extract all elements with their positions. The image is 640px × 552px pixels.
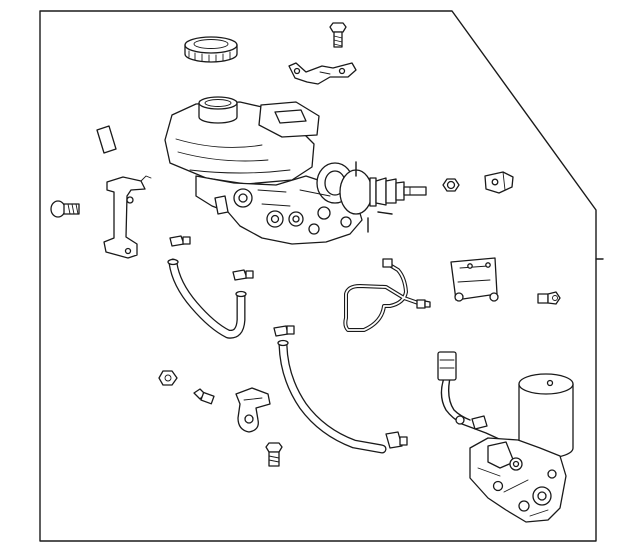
bracket-left: [103, 175, 152, 259]
brake-tube: [343, 258, 431, 332]
bolt-top: [329, 22, 347, 48]
nut-grommet: [442, 178, 460, 192]
sensor-bracket: [235, 387, 271, 433]
hose-left: [167, 258, 247, 339]
pump-motor-assembly: [469, 373, 574, 523]
clamp-center-lower: [385, 431, 408, 449]
bolt-right: [537, 291, 561, 305]
clamp-left-lower: [232, 269, 254, 281]
bracket-right: [450, 257, 499, 302]
bracket-top: [288, 62, 357, 85]
diagram-frame: [39, 10, 597, 542]
gasket-square: [96, 125, 117, 154]
bolt-small: [193, 388, 215, 405]
wire-harness: [437, 351, 511, 445]
bolt-left: [50, 200, 80, 218]
bolt-bottom: [265, 442, 283, 467]
reservoir-cap: [184, 36, 238, 63]
brake-master-cylinder-assembly: [164, 96, 427, 245]
nut-small: [158, 370, 178, 386]
hose-center: [277, 339, 387, 454]
clamp-center-upper: [273, 325, 295, 337]
clamp-left-upper: [169, 235, 191, 247]
clip-small: [484, 171, 514, 194]
